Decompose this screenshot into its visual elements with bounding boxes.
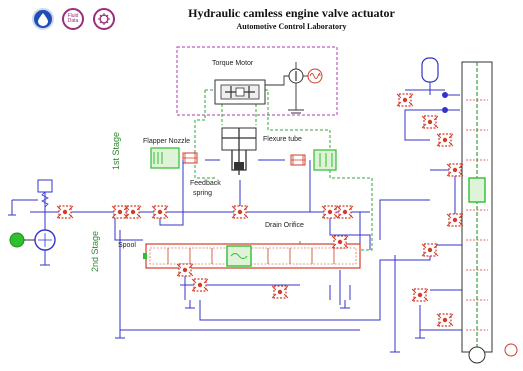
flapper-nozzle-label: Flapper Nozzle (143, 138, 191, 145)
right-nozzle[interactable] (290, 149, 337, 171)
hydraulic-pump[interactable] (9, 229, 56, 266)
water-drop-icon (38, 13, 48, 26)
spring-label: spring (193, 190, 213, 197)
tank-symbols (115, 300, 425, 353)
fluid-data-label: Fluid Data (67, 13, 79, 24)
settings-icon (98, 13, 110, 25)
column-valves[interactable] (396, 93, 464, 327)
flexure-tube-label: Flexure tube (263, 136, 302, 143)
torque-motor[interactable] (214, 79, 266, 105)
relief-valve[interactable] (8, 179, 53, 216)
water-drop-button[interactable] (32, 8, 54, 30)
current-source[interactable] (265, 62, 323, 114)
torque-motor-label: Torque Motor (212, 60, 254, 67)
left-nozzle[interactable] (150, 147, 198, 169)
actuator-column[interactable] (461, 61, 518, 364)
second-stage-label: 2nd Stage (90, 230, 100, 272)
spool-block[interactable] (143, 243, 361, 269)
feedback-label: Feedback (190, 180, 221, 187)
settings-button[interactable] (93, 8, 115, 30)
diagram-title: Hydraulic camless engine valve actuator (188, 6, 395, 20)
flexure-tube[interactable] (221, 127, 257, 175)
spool-label: Spool (118, 242, 136, 249)
drain-orifice-label: Drain Orifice (265, 222, 304, 229)
first-stage-label: 1st Stage (111, 131, 121, 170)
accumulator[interactable] (421, 57, 448, 113)
torque-motor-boundary (176, 46, 338, 116)
diagram-subtitle: Automotive Control Laboratory (236, 22, 347, 31)
fluid-data-button[interactable]: Fluid Data (62, 8, 84, 30)
